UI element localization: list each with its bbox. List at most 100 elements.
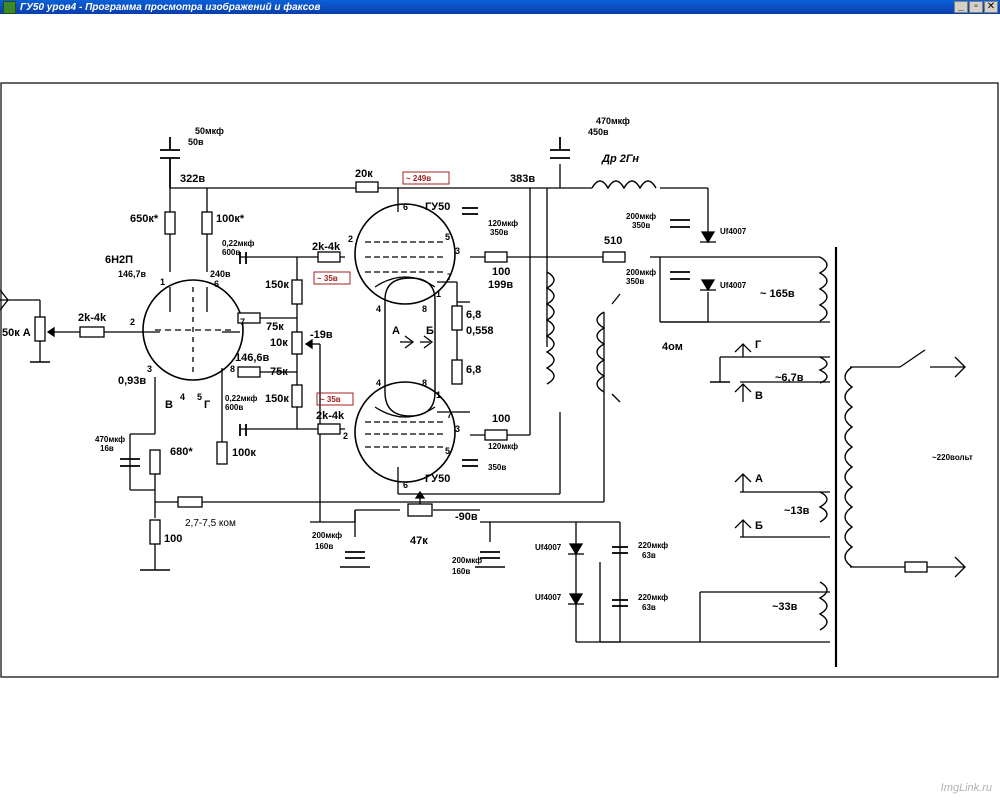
label-r-150k-top: 150к: [265, 279, 289, 291]
label-cap-200uf-b: 200мкф: [626, 268, 656, 277]
pin-label: 8: [422, 378, 427, 388]
pin-label: 1: [160, 277, 165, 287]
label-cap-220uf-a: 220мкф: [638, 541, 668, 550]
label-r-75k-bot: 75к: [270, 366, 288, 378]
wiring: [0, 164, 965, 667]
label-r-100k-top: 100к*: [216, 213, 245, 225]
pin-label: 7: [447, 410, 452, 420]
restore-button[interactable]: ▫: [969, 1, 983, 13]
label-tube-gu50-top: ГУ50: [425, 201, 450, 213]
label-cap-200uf-c-v: 160в: [315, 542, 333, 551]
label-r-150k-bot: 150к: [265, 393, 289, 405]
label-ac-33: ~33в: [772, 601, 798, 613]
label-cap-120uf-bot-v: 350в: [488, 463, 506, 472]
label-v0-558: 0,558: [466, 325, 494, 337]
label-cap-200uf-c: 200мкф: [312, 531, 342, 540]
pin-label: 1: [436, 289, 441, 299]
label-tap-g: Г: [755, 339, 762, 351]
label-cap-120uf-top-v: 350в: [490, 228, 508, 237]
label-v146-6: 146,6в: [235, 352, 270, 364]
label-r-100-bot: 100: [492, 413, 510, 425]
pin-label: 8: [422, 304, 427, 314]
label-v240: 240в: [210, 269, 231, 279]
pin-label: 2: [130, 317, 135, 327]
label-r-6-8-top: 6,8: [466, 309, 481, 321]
pin-label: 1: [436, 390, 441, 400]
label-tap-b: Б: [755, 520, 763, 532]
label-r-650k: 650к*: [130, 213, 159, 225]
schematic-labels: 50мкф 50в 322в 20к ~ 249в 383в 470мкф 45…: [2, 116, 973, 613]
label-r-20k: 20к: [355, 168, 373, 180]
image-frame: [0, 82, 999, 678]
label-node-g: Г: [204, 399, 211, 411]
window-title: ГУ50 уров4 - Программа просмотра изображ…: [20, 1, 321, 13]
label-cap-200uf-d: 200мкф: [452, 556, 482, 565]
label-choke: Др 2Гн: [601, 153, 639, 165]
label-pot-50k: 50к А: [2, 327, 31, 339]
label-r-100-top: 100: [492, 266, 510, 278]
label-ac-35-bot: ~ 35в: [320, 395, 341, 404]
label-cap-220uf-b-v: 63в: [642, 603, 656, 612]
label-cap-022-top: 0,22мкф: [222, 239, 254, 248]
label-tube-gu50-bot: ГУ50: [425, 473, 450, 485]
label-v383: 383в: [510, 173, 535, 185]
label-ac-13: ~13в: [784, 505, 810, 517]
label-cap-200uf-b-v: 350в: [626, 277, 644, 286]
label-cap-022-bot: 0,22мкф: [225, 394, 257, 403]
label-r-2k4k-bot: 2k-4k: [316, 410, 345, 422]
pin-label: 4: [376, 378, 381, 388]
pin-label: 4: [376, 304, 381, 314]
pin-label: 6: [403, 202, 408, 212]
pin-label: 6: [214, 279, 219, 289]
label-r-100k-bot: 100к: [232, 447, 256, 459]
label-v-neg90: -90в: [455, 511, 478, 523]
close-button[interactable]: ✕: [984, 1, 998, 13]
label-r-6-8-bot: 6,8: [466, 364, 481, 376]
watermark: ImgLink.ru: [940, 782, 992, 794]
pin-label: 5: [445, 232, 450, 242]
pin-label: 5: [445, 446, 450, 456]
label-ohm4: 4ом: [662, 341, 683, 353]
pin-label: 2: [348, 234, 353, 244]
label-v0-93: 0,93в: [118, 375, 146, 387]
label-ac-165: ~ 165в: [760, 288, 795, 300]
label-cap-220uf-b: 220мкф: [638, 593, 668, 602]
label-arrow-a: А: [392, 325, 400, 337]
pin-label: 7: [447, 272, 452, 282]
pin-label: 2: [343, 431, 348, 441]
pin-label: 5: [197, 392, 202, 402]
label-cap-120uf-bot: 120мкф: [488, 442, 518, 451]
label-r-2k4k-top: 2k-4k: [312, 241, 341, 253]
label-cap-022-bot-v: 600в: [225, 403, 243, 412]
pin-label: 6: [403, 480, 408, 490]
label-r-10k: 10к: [270, 337, 288, 349]
label-r-510: 510: [604, 235, 622, 247]
label-v199: 199в: [488, 279, 513, 291]
inductors: [545, 180, 854, 631]
tube-6n2p: [140, 279, 244, 381]
minimize-button[interactable]: _: [954, 1, 968, 13]
title-bar[interactable]: ГУ50 уров4 - Программа просмотра изображ…: [0, 0, 1000, 14]
label-diode-c: Uf4007: [535, 543, 562, 552]
label-v322: 322в: [180, 173, 205, 185]
label-cap-50uf: 50мкф: [195, 126, 224, 136]
label-v-neg19: -19в: [310, 329, 333, 341]
label-tap-a: А: [755, 473, 763, 485]
pin-label: 8: [230, 364, 235, 374]
label-arrow-b: Б: [426, 325, 434, 337]
label-ac-6-7: ~6,7в: [775, 372, 804, 384]
label-r-feedback: 2,7-7,5 ком: [185, 518, 236, 529]
label-cap-200uf-a: 200мкф: [626, 212, 656, 221]
label-cap-470uf-16-v: 16в: [100, 444, 114, 453]
pin-label: 7: [240, 317, 245, 327]
label-cap-022-top-v: 600в: [222, 248, 240, 257]
label-tube-6n2p: 6Н2П: [105, 254, 133, 266]
label-cap-220uf-a-v: 63в: [642, 551, 656, 560]
capacitors: [120, 137, 690, 607]
label-v146-7: 146,7в: [118, 269, 147, 279]
label-cap-470uf-v: 450в: [588, 127, 609, 137]
window-controls: _ ▫ ✕: [954, 1, 998, 13]
label-cap-200uf-a-v: 350в: [632, 221, 650, 230]
resistors: [34, 181, 928, 573]
label-r-100-ground: 100: [164, 533, 182, 545]
